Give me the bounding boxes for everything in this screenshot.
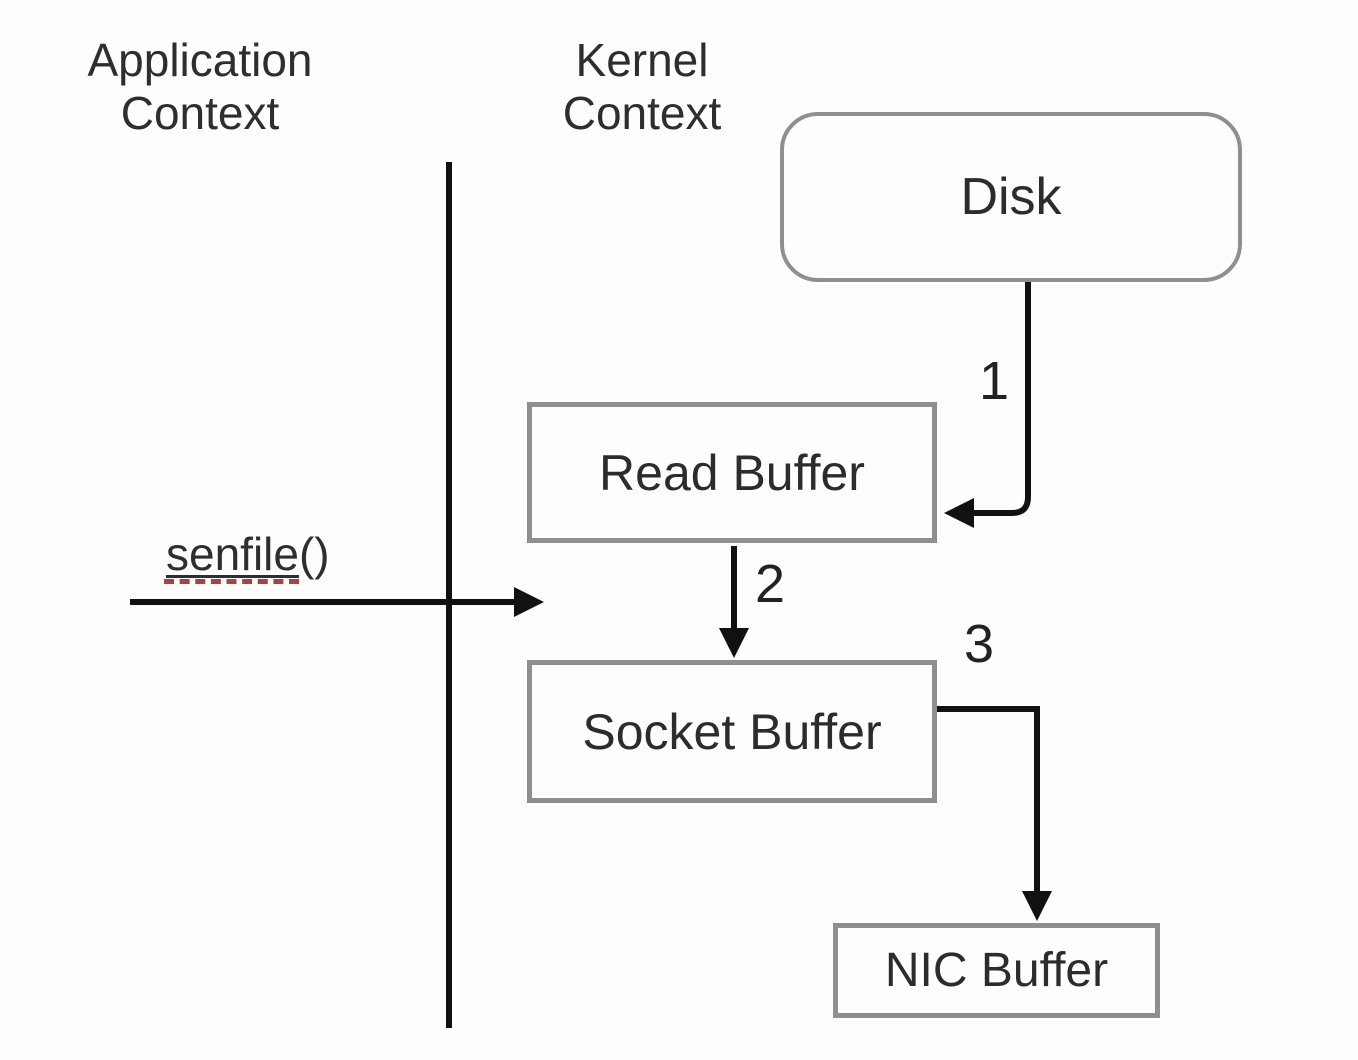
node-socket-buffer-label: Socket Buffer <box>582 703 882 760</box>
node-read-buffer: Read Buffer <box>527 402 937 543</box>
sendfile-call-label: senfile() <box>164 528 330 584</box>
node-disk-label: Disk <box>960 168 1062 226</box>
sendfile-call-word: senfile <box>164 528 299 584</box>
arrow-socket-buffer-to-nic-buffer <box>937 706 1052 921</box>
kernel-context-heading: Kernel Context <box>562 34 722 139</box>
step-label-1: 1 <box>979 351 1010 411</box>
node-disk: Disk <box>780 112 1242 282</box>
node-read-buffer-label: Read Buffer <box>599 444 865 501</box>
application-context-heading: Application Context <box>87 34 313 139</box>
step-label-3: 3 <box>964 614 995 674</box>
sendfile-call-parens: () <box>298 528 330 580</box>
step-label-2: 2 <box>755 554 786 614</box>
node-socket-buffer: Socket Buffer <box>527 660 937 803</box>
node-nic-buffer-label: NIC Buffer <box>884 944 1109 997</box>
node-nic-buffer: NIC Buffer <box>833 923 1160 1018</box>
arrow-disk-to-read-buffer <box>944 280 1031 528</box>
